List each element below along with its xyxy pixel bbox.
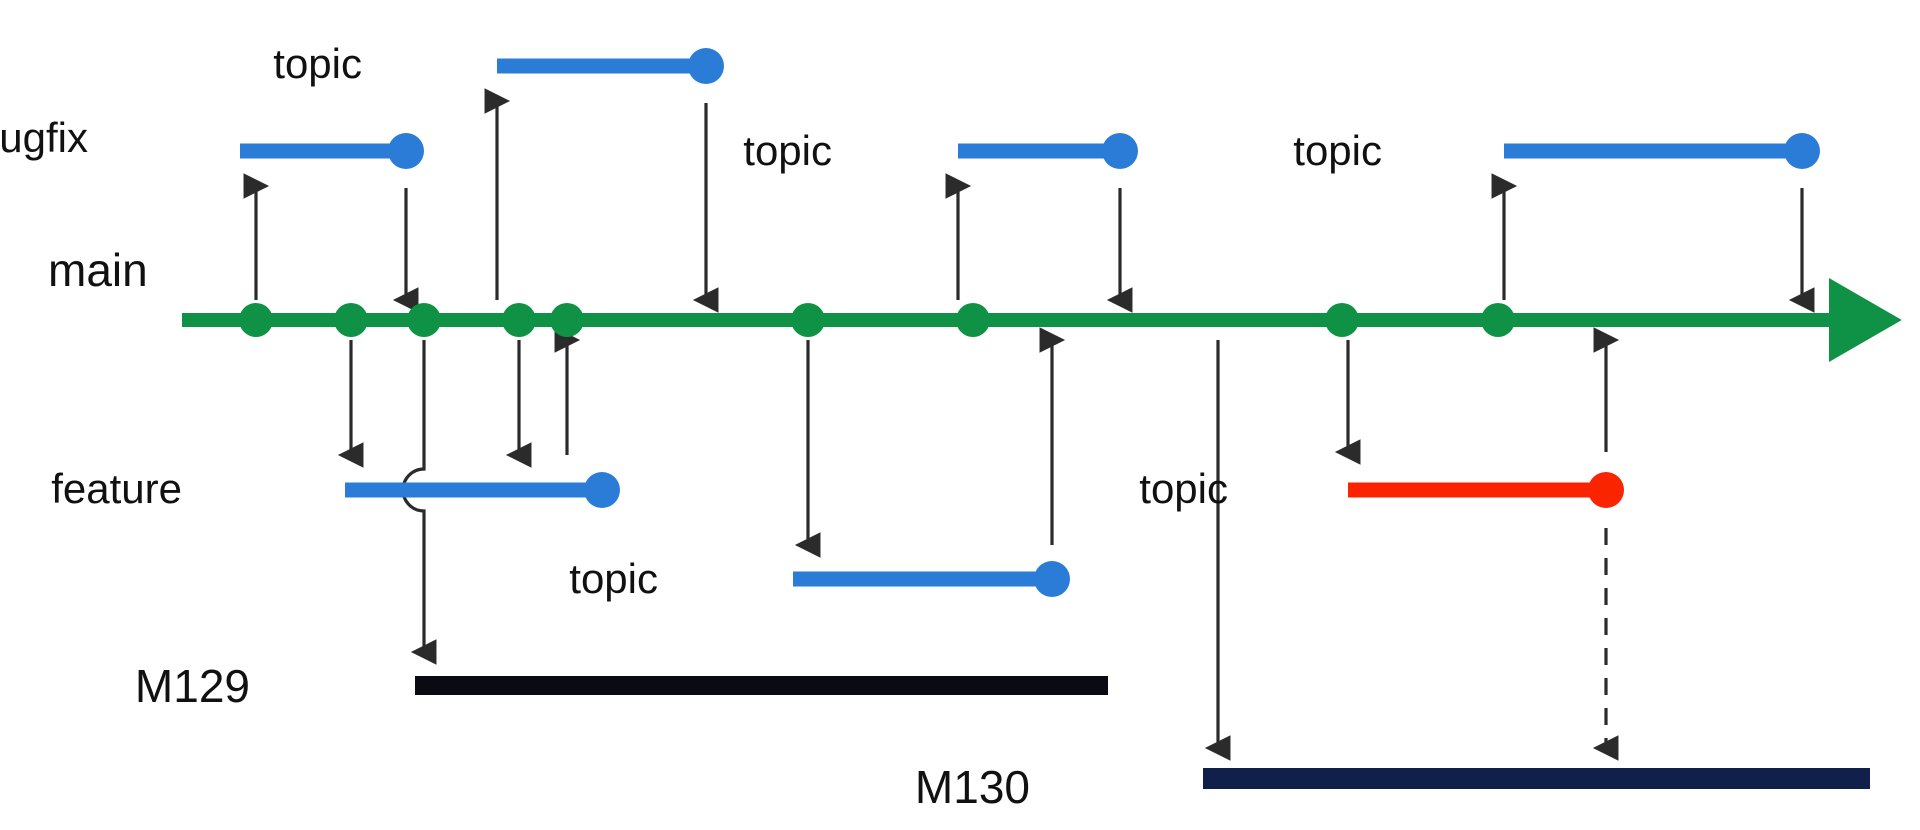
milestone-bar-m129 [415, 676, 1108, 695]
branch-layer [240, 48, 1820, 597]
main-commit-dot-4[interactable] [502, 303, 536, 337]
branch-head-dot-topic-3[interactable] [1784, 133, 1820, 169]
branch-label-topic-hotfix: topic [1139, 465, 1228, 512]
main-commit-dot-2[interactable] [334, 303, 368, 337]
branch-label-feature: feature [51, 465, 182, 512]
branch-label-topic-3: topic [1293, 127, 1382, 174]
branch-label-topic-4: topic [569, 555, 658, 602]
branch-topic-2[interactable] [958, 133, 1138, 169]
branch-label-topic-1: topic [273, 40, 362, 87]
branch-head-dot-topic-4[interactable] [1034, 561, 1070, 597]
branch-head-dot-topic-1[interactable] [688, 48, 724, 84]
main-branch-layer [182, 278, 1902, 362]
branch-head-dot-bugfix[interactable] [388, 133, 424, 169]
main-commit-dot-9[interactable] [1481, 303, 1515, 337]
branch-head-dot-feature[interactable] [584, 472, 620, 508]
branch-head-dot-topic-2[interactable] [1102, 133, 1138, 169]
milestone-label-m130: M130 [915, 761, 1030, 813]
milestone-bar-m130 [1203, 768, 1870, 789]
main-commit-dot-8[interactable] [1325, 303, 1359, 337]
branch-bugfix[interactable] [240, 133, 424, 169]
branch-topic-hotfix[interactable] [1348, 472, 1624, 508]
branch-head-dot-topic-hotfix[interactable] [1588, 472, 1624, 508]
main-commit-dot-3[interactable] [407, 303, 441, 337]
main-branch-label: main [48, 244, 148, 296]
main-commit-dot-6[interactable] [791, 303, 825, 337]
branch-label-bugfix: bugfix [0, 114, 88, 161]
branch-feature[interactable] [345, 472, 620, 508]
main-commit-dot-1[interactable] [239, 303, 273, 337]
branch-topic-1[interactable] [497, 48, 724, 84]
milestone-layer [415, 676, 1870, 789]
milestone-label-m129: M129 [135, 660, 250, 712]
main-commit-dot-7[interactable] [956, 303, 990, 337]
branch-topic-3[interactable] [1504, 133, 1820, 169]
branch-label-topic-2: topic [743, 127, 832, 174]
main-commit-dot-5[interactable] [550, 303, 584, 337]
branch-topic-4[interactable] [793, 561, 1070, 597]
arrow-layer [243, 88, 1815, 761]
